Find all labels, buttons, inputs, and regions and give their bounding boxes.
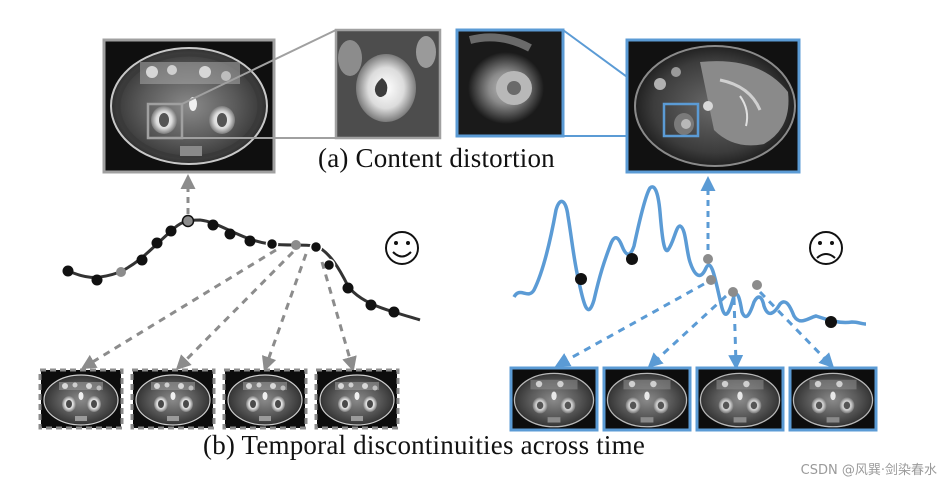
zoom-line-top	[181, 29, 337, 105]
left-frame-4	[314, 368, 400, 430]
roi-box-blue	[662, 102, 700, 138]
jagged-point	[728, 287, 738, 297]
arrows-down-gray	[80, 248, 357, 372]
frowning-face-icon	[809, 231, 843, 265]
roi-box-gray	[146, 102, 184, 140]
smooth-curve-group	[62, 214, 421, 322]
smiley-face-icon	[385, 231, 419, 265]
caption-temporal-discontinuities: (b) Temporal discontinuities across time	[203, 430, 646, 460]
right-frame-4	[788, 366, 878, 432]
ct-slice-panel	[102, 38, 276, 174]
left-frame-2	[130, 368, 216, 430]
jagged-point	[825, 316, 837, 328]
ct-zoom-crop	[334, 28, 442, 140]
jagged-point	[575, 273, 587, 285]
smooth-curve-points	[62, 214, 400, 318]
arrows-down-blue	[554, 282, 835, 370]
mri-zoom-crop	[455, 28, 565, 138]
jagged-point	[703, 254, 713, 264]
right-frame-2	[602, 366, 692, 432]
watermark: CSDN @风巽·剑染春水	[800, 463, 937, 478]
jagged-point	[752, 280, 762, 290]
right-frame-strip	[509, 366, 878, 432]
jagged-point	[626, 253, 638, 265]
jagged-curve-group	[512, 185, 867, 328]
right-frame-3	[695, 366, 785, 432]
mri-slice-panel	[625, 38, 801, 174]
right-frame-1	[509, 366, 599, 432]
left-frame-1	[38, 368, 124, 430]
caption-content-distortion: (a) Content distortion	[318, 143, 555, 173]
jagged-point	[706, 275, 716, 285]
left-frame-strip	[38, 368, 400, 430]
jagged-curve	[512, 185, 867, 326]
left-frame-3	[222, 368, 308, 430]
